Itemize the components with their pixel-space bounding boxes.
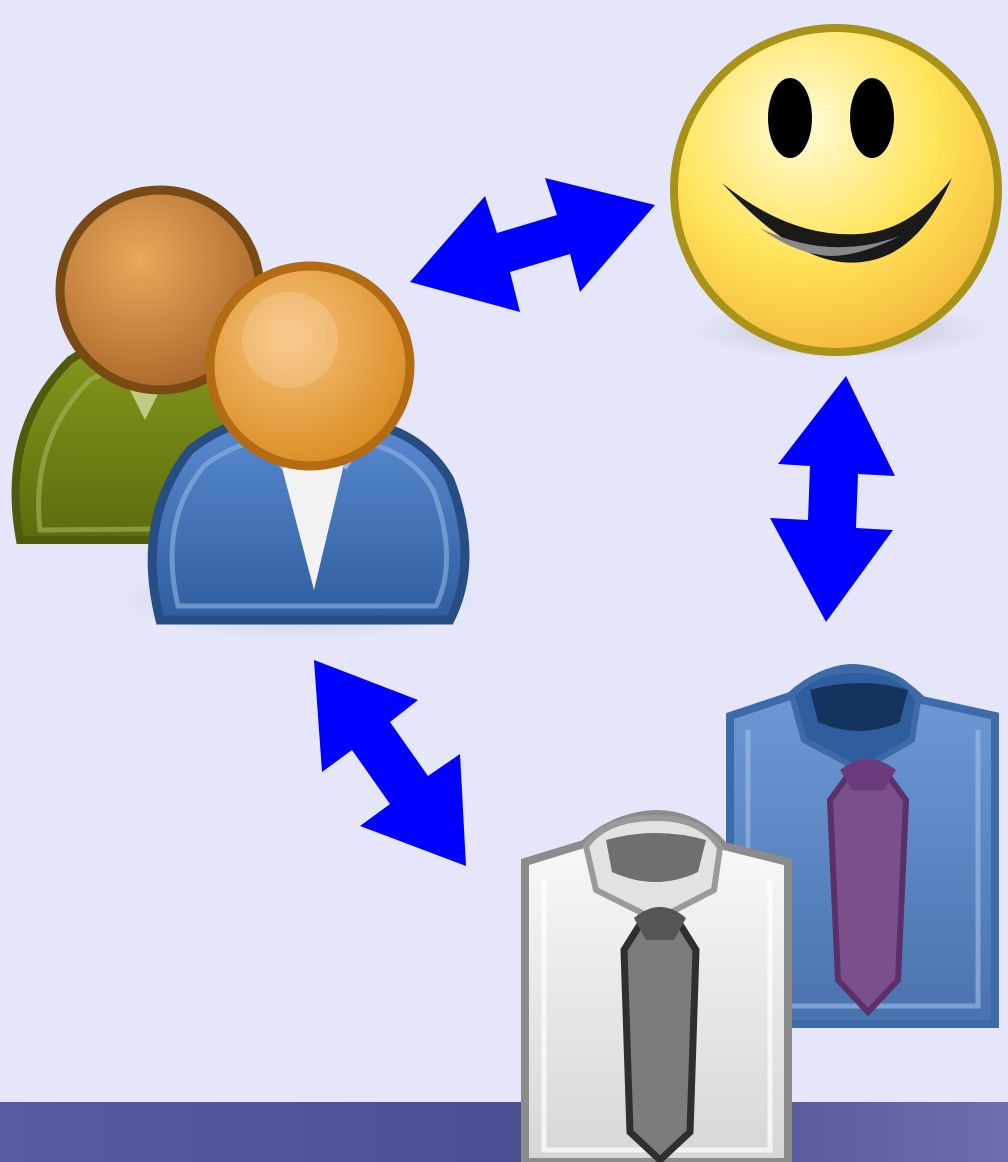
arrow-users-smiley: [410, 178, 655, 312]
users-group-icon: [16, 190, 480, 640]
arrow-users-shirts: [314, 660, 466, 866]
shirt-and-tie-icon: [525, 668, 995, 1162]
smiley-face-icon: [674, 28, 998, 360]
arrow-smiley-shirts: [770, 376, 895, 622]
white-shirt: [525, 814, 788, 1162]
